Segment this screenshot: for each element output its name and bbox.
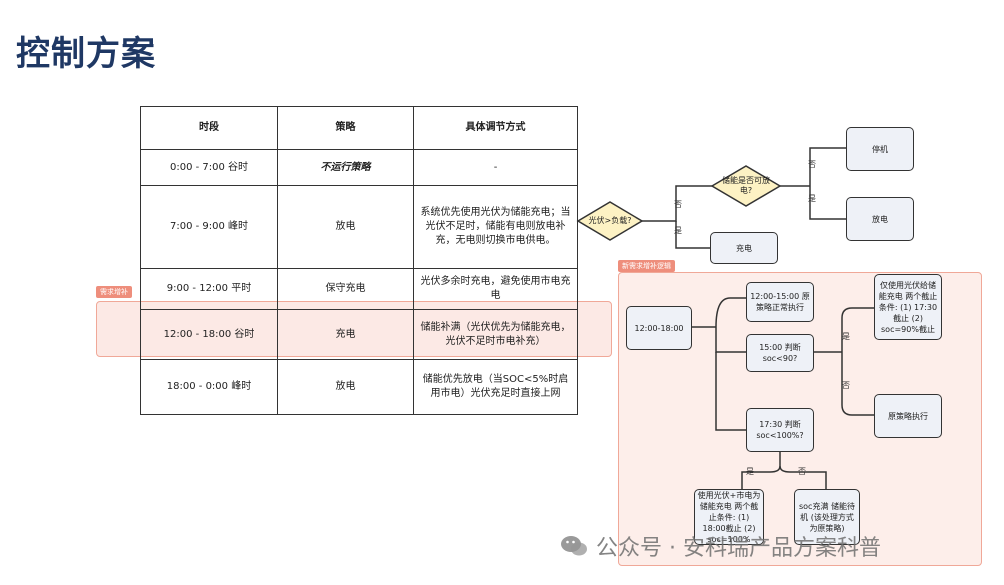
cell-period: 0:00 - 7:00 谷时 (140, 149, 278, 186)
label-no: 否 (798, 467, 806, 476)
header-method: 具体调节方式 (413, 106, 578, 150)
label-yes: 是 (808, 194, 816, 203)
label-yes: 是 (746, 467, 754, 476)
decision-pv-load: 光伏>负载? (588, 216, 632, 225)
header-period: 时段 (140, 106, 278, 150)
cell-strategy: 保守充电 (277, 268, 414, 310)
cell-strategy: 放电 (277, 185, 414, 269)
decision-storage-discharge: 储能是否可放电? (722, 176, 770, 195)
label-no: 否 (808, 160, 816, 169)
table-row: 7:00 - 9:00 峰时 放电 系统优先使用光伏为储能充电；当光伏不足时，储… (140, 185, 578, 269)
strategy-table: 时段 策略 具体调节方式 0:00 - 7:00 谷时 不运行策略 - 7:00… (140, 106, 578, 415)
page-title: 控制方案 (16, 34, 156, 74)
cell-method: 系统优先使用光伏为储能充电；当光伏不足时，储能有电则放电补充，无电则切换市电供电… (413, 185, 578, 269)
demand-tag: 需求增补 (96, 286, 132, 298)
label-yes: 是 (842, 332, 850, 341)
node-stop: 停机 (846, 127, 914, 171)
node-pv-only-charge: 仅使用光伏给储能充电 两个截止条件: (1) 17:30截止 (2) soc=9… (874, 274, 942, 340)
wechat-icon (560, 535, 588, 557)
table-row: 18:00 - 0:00 峰时 放电 储能优先放电（当SOC<5%时启用市电）光… (140, 359, 578, 415)
node-soc-90: 15:00 判断soc<90? (746, 334, 814, 372)
cell-period: 12:00 - 18:00 谷时 (140, 309, 278, 360)
watermark-text: 公众号 · 安科瑞产品方案科普 (596, 536, 881, 561)
watermark: 公众号 · 安科瑞产品方案科普 (560, 530, 881, 562)
header-strategy: 策略 (277, 106, 414, 150)
label-yes: 是 (674, 226, 682, 235)
table-row: 12:00 - 18:00 谷时 充电 储能补满（光伏优先为储能充电，光伏不足时… (140, 309, 578, 360)
new-logic-tag: 新需求增补逻辑 (618, 260, 675, 272)
node-discharge: 放电 (846, 197, 914, 241)
cell-method: - (413, 149, 578, 186)
node-soc-full-standby: soc充满 储能待机 (该处理方式为原策略) (794, 489, 860, 545)
node-charge: 充电 (710, 232, 778, 264)
cell-period: 18:00 - 0:00 峰时 (140, 359, 278, 415)
node-soc-100: 17:30 判断soc<100%? (746, 408, 814, 452)
cell-method: 储能补满（光伏优先为储能充电，光伏不足时市电补充） (413, 309, 578, 360)
node-pv-grid-charge: 使用光伏+市电为储能充电 两个截止条件: (1) 18:00截止 (2) soc… (694, 489, 764, 545)
cell-strategy: 充电 (277, 309, 414, 360)
label-no: 否 (842, 381, 850, 390)
node-original-strategy: 原策略执行 (874, 394, 942, 438)
node-normal-exec: 12:00-15:00 原策略正常执行 (746, 282, 814, 322)
cell-method: 储能优先放电（当SOC<5%时启用市电）光伏充足时直接上网 (413, 359, 578, 415)
node-start-period: 12:00-18:00 (626, 306, 692, 350)
table-row: 9:00 - 12:00 平时 保守充电 光伏多余时充电，避免使用市电充电 (140, 268, 578, 310)
label-no: 否 (674, 200, 682, 209)
cell-period: 9:00 - 12:00 平时 (140, 268, 278, 310)
